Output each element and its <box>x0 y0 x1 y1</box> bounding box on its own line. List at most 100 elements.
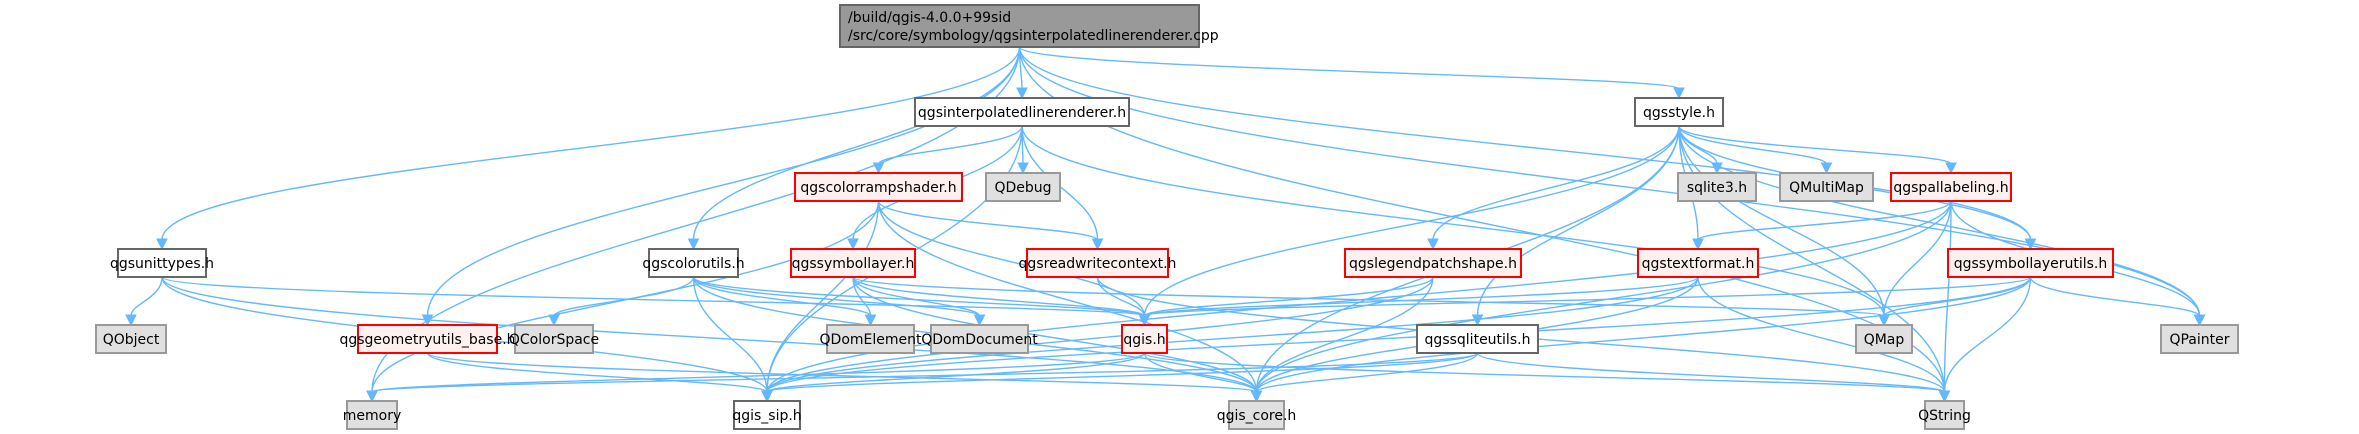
edge-qgsstyle_h-to-QPainter <box>1678 125 2201 317</box>
node-label: qgscolorrampshader.h <box>800 180 956 196</box>
edge-qgssymbollayer_h-to-qgis_h <box>852 276 1146 317</box>
edge-arrowhead <box>1820 162 1833 175</box>
edge-qgssqliteutils_h-to-memory <box>371 352 1479 393</box>
edge-arrowhead <box>864 314 877 327</box>
edge-qgscolorutils_h-to-QDomDocument <box>692 276 981 317</box>
node-label: QMap <box>1864 332 1905 348</box>
node-label: qgstextformat.h <box>1642 256 1755 272</box>
edge-qgsunittypes_h-to-qgis_h <box>161 276 1146 317</box>
node-label: qgssymbollayer.h <box>792 256 915 272</box>
edge-qgssymbollayer_h-to-QDomDocument <box>852 276 981 317</box>
edge-qgscolorrampshader_h-to-qgis_sip_h <box>766 200 880 393</box>
edge-qgsunittypes_h-to-qgis_core_h <box>161 276 1258 393</box>
node-label: qgssqliteutils.h <box>1425 332 1531 348</box>
edge-arrowhead <box>1138 314 1151 327</box>
node-label: QDomElement <box>820 332 922 348</box>
node-qgssqliteutils-h[interactable]: qgssqliteutils.h <box>1416 324 1539 354</box>
node-qgspallabeling-h[interactable]: qgspallabeling.h <box>1890 172 2012 202</box>
node-qgsgeometryutils-base-h[interactable]: qgsgeometryutils_base.h <box>339 324 516 354</box>
edge-arrowhead <box>761 390 773 403</box>
node-root-file[interactable]: /build/qgis-4.0.0+99sid/src/core/symbolo… <box>839 4 1219 48</box>
node-qgscolorutils-h[interactable]: qgscolorutils.h <box>642 248 745 278</box>
edge-qgssymbollayerutils_h-to-QPainter <box>2029 276 2201 317</box>
edge-qgspallabeling_h-to-qgis_core_h <box>1255 200 1952 393</box>
edge-qgspallabeling_h-to-QString <box>1943 200 1952 393</box>
edge-qgssymbollayerutils_h-to-QString <box>1943 276 2032 393</box>
node-label: QObject <box>103 332 160 348</box>
edge-root-to-qgscolorutils_h <box>692 46 1021 241</box>
node-label: qgsunittypes.h <box>110 256 214 272</box>
node-label-line: /build/qgis-4.0.0+99sid <box>848 10 1011 26</box>
edge-arrowhead <box>156 238 168 251</box>
edge-qgsstyle_h-to-sqlite3_h <box>1678 125 1718 165</box>
node-label-line: /src/core/symbology/qgsinterpolatedliner… <box>848 28 1219 44</box>
node-qcolorspace: QColorSpace <box>509 324 599 354</box>
edge-qgsstyle_h-to-qgspallabeling_h <box>1678 125 1952 165</box>
edge-arrowhead <box>1016 87 1028 100</box>
edge-arrowhead <box>1692 238 1704 251</box>
node-label: qgsreadwritecontext.h <box>1019 256 1177 272</box>
edge-arrowhead <box>1878 314 1890 327</box>
edge-root-to-qgsunittypes_h <box>161 46 1021 241</box>
node-qgis-sip-h[interactable]: qgis_sip.h <box>732 400 802 430</box>
node-label: QMultiMap <box>1789 180 1864 196</box>
node-qmap: QMap <box>1855 324 1913 354</box>
node-qgsinterpolatedlinerenderer-h[interactable]: qgsinterpolatedlinerenderer.h <box>914 97 1130 127</box>
node-label: memory <box>343 408 402 424</box>
edge-arrowhead <box>973 314 986 327</box>
node-label: QDomDocument <box>921 332 1038 348</box>
edge-root-to-qgsgeometryutils_base_h <box>426 46 1021 317</box>
edge-arrowhead <box>125 314 137 327</box>
edge-qgscolorutils_h-to-QColorSpace <box>553 276 695 317</box>
node-qgssymbollayer-h[interactable]: qgssymbollayer.h <box>790 248 916 278</box>
node-label: QDebug <box>994 180 1051 196</box>
node-label: qgsinterpolatedlinerenderer.h <box>918 105 1126 121</box>
edge-qgssymbollayerutils_h-to-qgis_h <box>1143 276 2032 317</box>
edge-qgscolorrampshader_h-to-qgis_h <box>877 200 1146 317</box>
edge-qgspallabeling_h-to-qgstextformat_h <box>1697 200 1952 241</box>
node-qgis-core-h: qgis_core.h <box>1217 400 1297 430</box>
node-label: sqlite3.h <box>1687 180 1747 196</box>
node-qdomdocument: QDomDocument <box>921 324 1038 354</box>
edge-qgscolorrampshader_h-to-qgis_core_h <box>877 200 1258 393</box>
node-label: qgis_core.h <box>1217 408 1297 424</box>
edge-qgssqliteutils_h-to-qgis_core_h <box>1255 352 1479 393</box>
edge-arrowhead <box>847 238 859 251</box>
node-label: qgscolorutils.h <box>642 256 744 272</box>
node-label: QColorSpace <box>509 332 599 348</box>
node-qgscolorrampshader-h[interactable]: qgscolorrampshader.h <box>794 172 963 202</box>
node-label: QString <box>1918 408 1971 424</box>
edge-qgscolorutils_h-to-QDomElement <box>692 276 872 317</box>
edge-qgsstyle_h-to-QMultiMap <box>1678 125 1828 165</box>
node-qpainter: QPainter <box>2160 324 2239 354</box>
edge-arrowhead <box>1250 390 1263 403</box>
node-qgis-h[interactable]: qgis.h <box>1121 324 1168 354</box>
edge-qgspallabeling_h-to-QMap <box>1883 200 1952 317</box>
edge-arrowhead <box>872 162 885 175</box>
edge-arrowhead <box>1938 390 1951 403</box>
edge-qgslegendpatchshape_h-to-qgis_h <box>1143 276 1434 317</box>
edge-qgsstyle_h-to-qgis_h <box>1143 125 1680 317</box>
edge-root-to-qgsstyle_h <box>1018 46 1680 90</box>
edge-qgssymbollayer_h-to-qgis_core_h <box>852 276 1258 393</box>
node-qgsunittypes-h[interactable]: qgsunittypes.h <box>110 248 214 278</box>
node-qmultimap: QMultiMap <box>1779 172 1874 202</box>
node-qgstextformat-h[interactable]: qgstextformat.h <box>1637 248 1759 278</box>
edge-qgsgeometryutils_base_h-to-qgis_sip_h <box>426 352 768 393</box>
edge-arrowhead <box>1711 162 1723 175</box>
node-memory: memory <box>343 400 402 430</box>
node-qgssymbollayerutils-h[interactable]: qgssymbollayerutils.h <box>1947 248 2114 278</box>
node-label: qgsgeometryutils_base.h <box>339 332 515 348</box>
node-qgsreadwritecontext-h[interactable]: qgsreadwritecontext.h <box>1019 248 1177 278</box>
node-label: qgspallabeling.h <box>1893 180 2008 196</box>
node-label: qgis_sip.h <box>732 408 801 424</box>
edge-qgsgeometryutils_base_h-to-qgis_core_h <box>426 352 1258 393</box>
node-qgsstyle-h[interactable]: qgsstyle.h <box>1634 97 1724 127</box>
edge-arrowhead <box>548 314 560 327</box>
node-qgslegendpatchshape-h[interactable]: qgslegendpatchshape.h <box>1344 248 1522 278</box>
edge-qgis_h-to-memory <box>371 352 1146 393</box>
node-sqlite3-h: sqlite3.h <box>1677 172 1757 202</box>
node-label: qgssymbollayerutils.h <box>1954 256 2108 272</box>
edge-arrowhead <box>366 390 378 403</box>
